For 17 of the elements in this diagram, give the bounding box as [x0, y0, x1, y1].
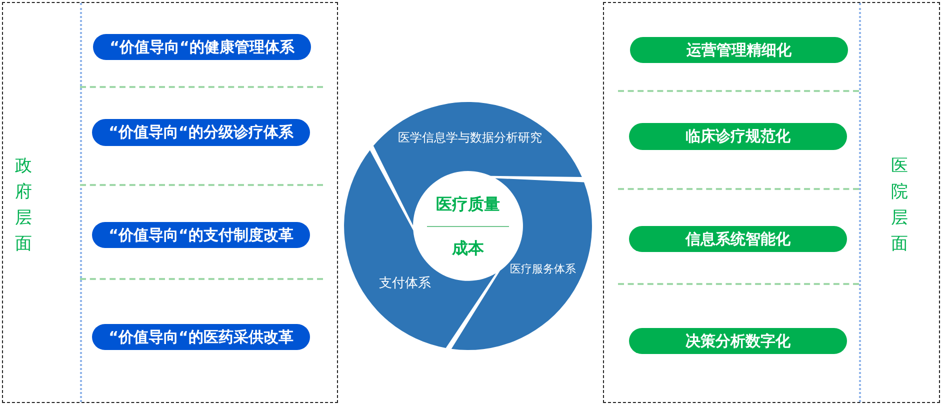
segment-label: 医学信息学与数据分析研究 — [398, 130, 542, 146]
topic-pill: 运营管理精细化 — [630, 37, 848, 63]
topic-pill: 决策分析数字化 — [629, 328, 847, 354]
segment-label: 医疗服务体系 — [510, 262, 576, 276]
panel-heading: 医院层面 — [891, 155, 909, 256]
topic-pill: “价值导向“的分级诊疗体系 — [92, 119, 310, 146]
panel-frame — [2, 2, 338, 403]
topic-pill: 信息系统智能化 — [629, 226, 847, 252]
topic-pill: “价值导向“的支付制度改革 — [92, 222, 310, 248]
panel-frame — [603, 2, 940, 403]
topic-pill: 临床诊疗规范化 — [629, 123, 847, 150]
center-label: 成本 — [452, 238, 484, 260]
topic-pill: “价值导向“的健康管理体系 — [93, 34, 311, 60]
panel-heading: 政府层面 — [15, 155, 33, 256]
segment-label: 支付体系 — [379, 275, 431, 292]
center-label: 医疗质量 — [436, 194, 500, 216]
topic-pill: “价值导向“的医药采供改革 — [92, 324, 310, 350]
